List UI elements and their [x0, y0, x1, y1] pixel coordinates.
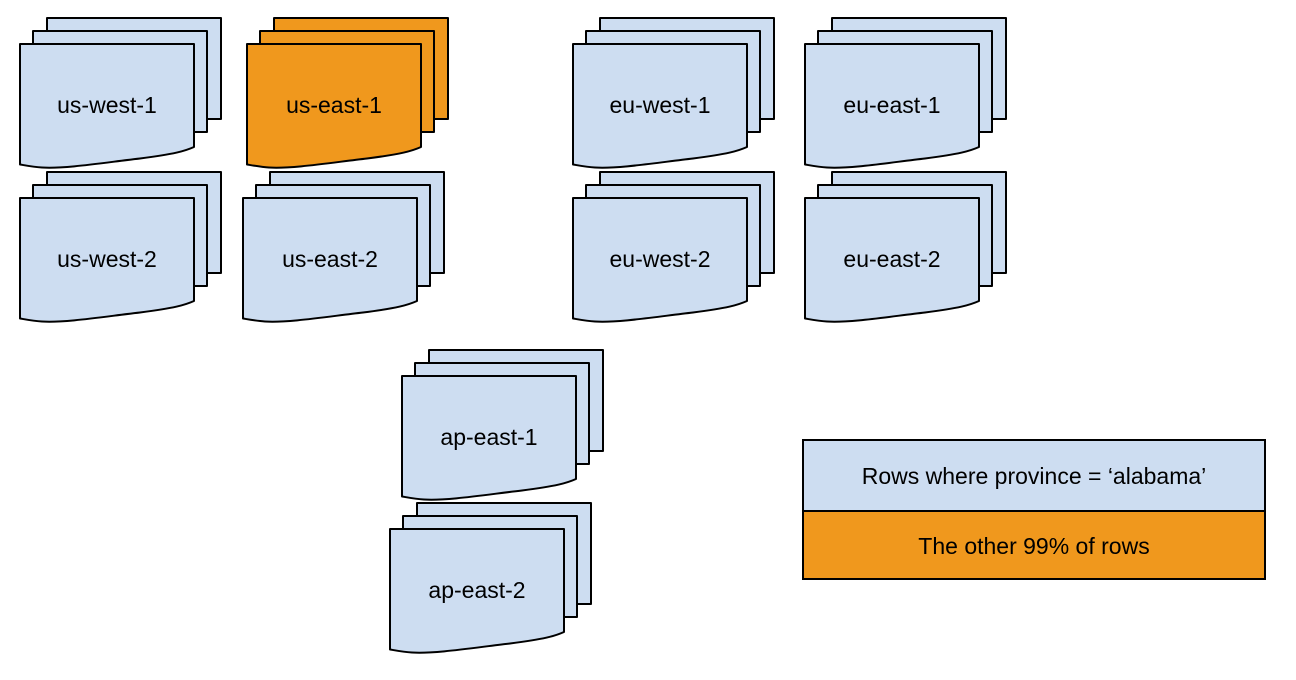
legend-swatch-other-rows — [802, 510, 1266, 580]
sheet-front — [572, 197, 748, 323]
region-stack-eu-west-2: eu-west-2 — [572, 171, 775, 323]
legend-label-other-rows: The other 99% of rows — [918, 533, 1149, 559]
sheet-front — [19, 43, 195, 169]
region-label: eu-east-1 — [843, 92, 940, 118]
sheet-front — [804, 197, 980, 323]
region-stack-eu-east-2: eu-east-2 — [804, 171, 1007, 323]
region-stack-ap-east-2: ap-east-2 — [389, 502, 592, 654]
region-stack-eu-east-1: eu-east-1 — [804, 17, 1007, 169]
sheet-front — [389, 528, 565, 654]
region-label: eu-east-2 — [843, 246, 940, 272]
region-label: us-west-2 — [57, 246, 157, 272]
region-stack-ap-east-1: ap-east-1 — [401, 349, 604, 501]
region-label: ap-east-2 — [428, 577, 525, 603]
legend-label-province-rows: Rows where province = ‘alabama’ — [862, 463, 1207, 489]
region-stack-us-east-2: us-east-2 — [242, 171, 445, 323]
sheet-front — [804, 43, 980, 169]
region-label: eu-west-2 — [610, 246, 711, 272]
region-stack-us-west-1: us-west-1 — [19, 17, 222, 169]
legend: Rows where province = ‘alabama’ The othe… — [802, 439, 1266, 580]
region-label: eu-west-1 — [610, 92, 711, 118]
sheet-front — [572, 43, 748, 169]
region-label: us-east-2 — [282, 246, 378, 272]
region-stack-us-west-2: us-west-2 — [19, 171, 222, 323]
region-stack-us-east-1: us-east-1 — [246, 17, 449, 169]
sheet-front — [19, 197, 195, 323]
sheet-front — [242, 197, 418, 323]
region-label: us-east-1 — [286, 92, 382, 118]
region-label: ap-east-1 — [440, 424, 537, 450]
sheet-front — [246, 43, 422, 169]
legend-swatch-province-rows — [802, 439, 1266, 512]
region-label: us-west-1 — [57, 92, 157, 118]
region-stack-eu-west-1: eu-west-1 — [572, 17, 775, 169]
sheet-front — [401, 375, 577, 501]
